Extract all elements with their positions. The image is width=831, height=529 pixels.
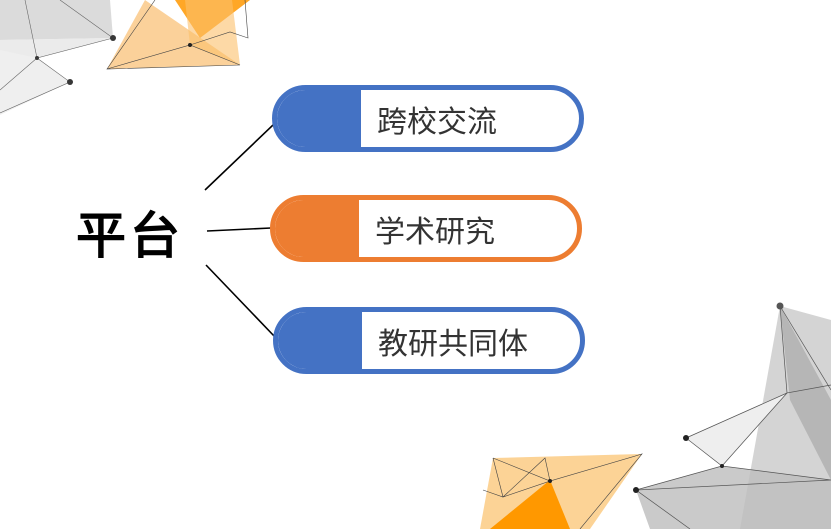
pill-fill	[278, 312, 362, 369]
connector-lines	[204, 124, 276, 338]
bottom-right-gray-polygon	[633, 302, 831, 529]
bottom-right-orange-polygon	[480, 453, 643, 529]
item-label: 学术研究	[375, 214, 495, 250]
pill-fill	[277, 90, 361, 147]
top-left-orange-polygon	[106, 0, 250, 70]
item-teaching-research-community: 教研共同体	[273, 307, 585, 374]
item-academic-research: 学术研究	[270, 195, 582, 262]
platform-title: 平台	[76, 207, 184, 265]
pill-fill	[275, 200, 359, 257]
item-label: 教研共同体	[378, 326, 528, 362]
item-label: 跨校交流	[377, 104, 497, 140]
item-cross-school-exchange: 跨校交流	[272, 85, 584, 152]
top-left-gray-polygon	[0, 0, 116, 115]
